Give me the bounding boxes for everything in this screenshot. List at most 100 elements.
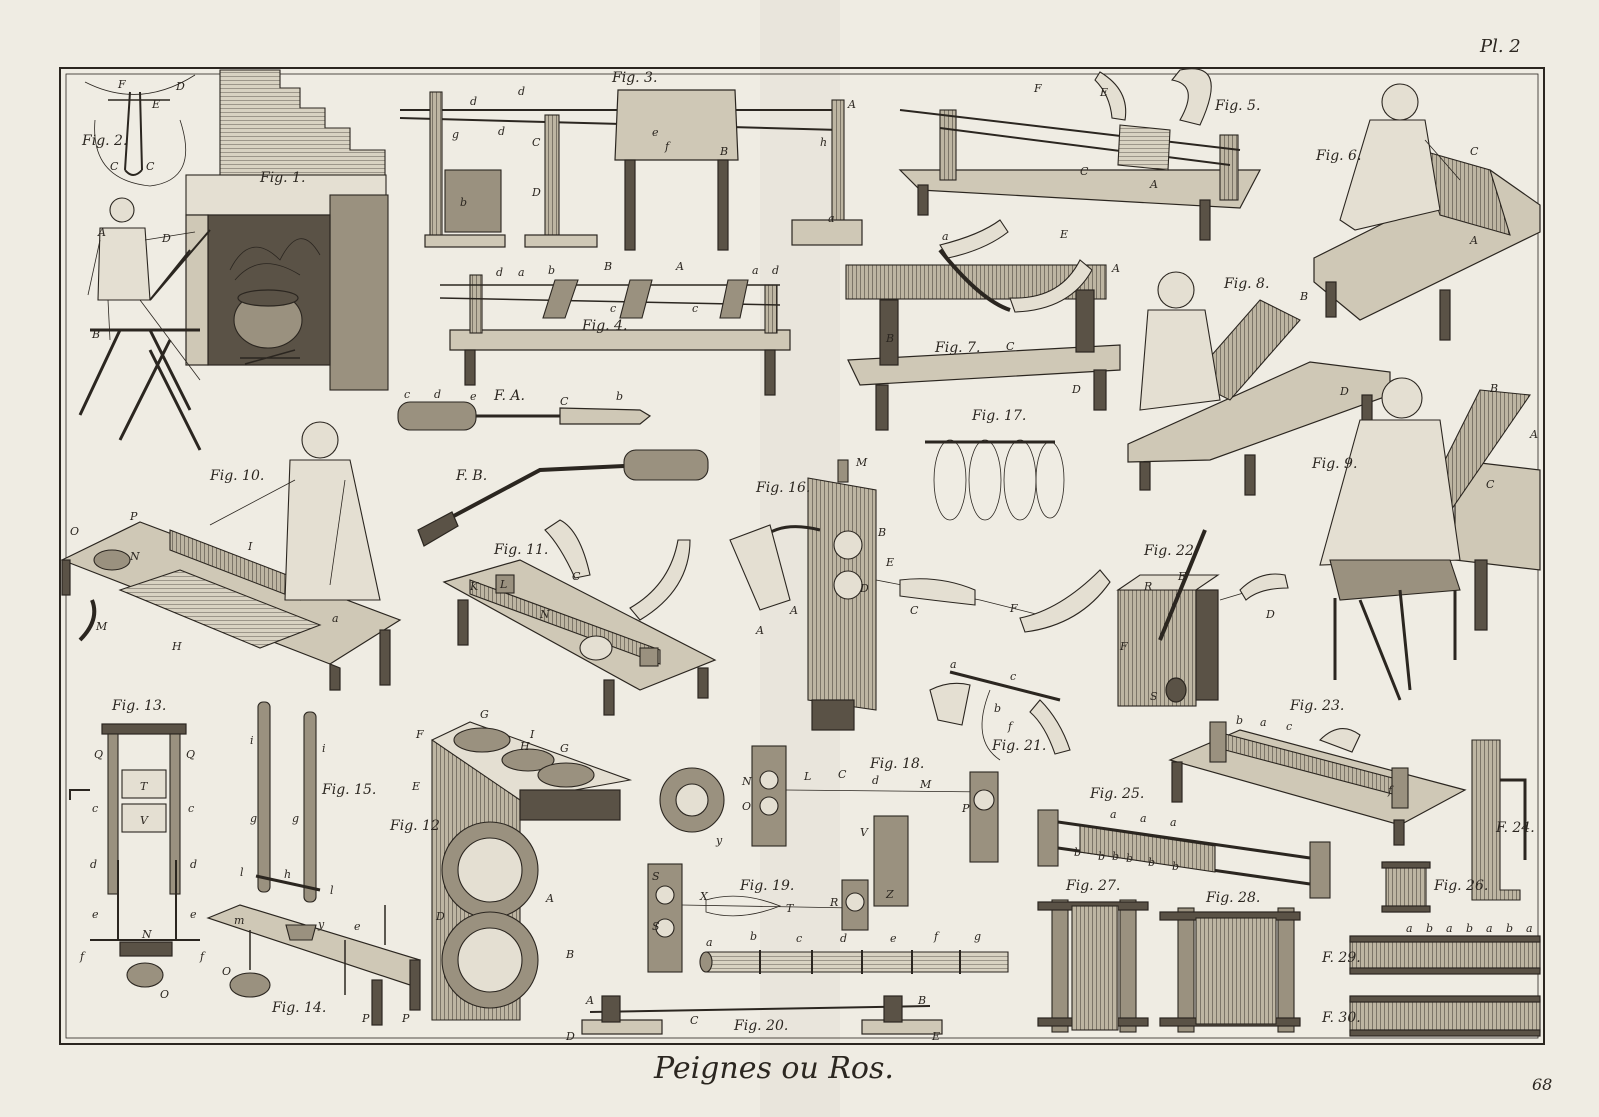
fig-29-letter: b — [1506, 922, 1513, 935]
fig-7: Fig. 7. a E A B C D — [845, 219, 1121, 431]
fig-9-letter: B — [1489, 382, 1498, 395]
fig-6-label: Fig. 6. — [1315, 148, 1361, 164]
fig-4-label: Fig. 4. — [581, 318, 627, 334]
fig-3-letter: f — [664, 140, 671, 153]
fig-1-letter: D — [161, 232, 171, 245]
fig-24-label: F. 24. — [1495, 820, 1535, 836]
fig-14-letter: m — [234, 914, 244, 927]
fig-7-letter: C — [1006, 340, 1015, 353]
fig-11-letter: N — [539, 608, 550, 621]
fig-18-letter: O — [742, 800, 751, 813]
fig-3-letter: d — [470, 95, 477, 108]
fig-4-letter: B — [603, 260, 612, 273]
fig-30: F. 30. — [1321, 995, 1541, 1037]
fig-9-letter: C — [1486, 478, 1495, 491]
fig-7-letter: E — [1059, 228, 1068, 241]
fig-3-letter: d — [518, 85, 525, 98]
tool-fa-letter: b — [616, 390, 623, 403]
fig-10-label: Fig. 10. — [209, 468, 264, 484]
fig-1: Fig. 1. A B D — [78, 69, 389, 451]
fig-27: Fig. 27. — [1037, 878, 1149, 1033]
fig-5-letter: C — [1080, 165, 1089, 178]
fig-25-label: Fig. 25. — [1089, 786, 1144, 802]
fig-18-letter: L — [803, 770, 811, 783]
plate-title: Peignes ou Ros. — [653, 1051, 894, 1086]
fig-14-letter: P — [401, 1012, 410, 1025]
fig-10-letter: H — [171, 640, 182, 653]
tool-fa-letter: c — [404, 388, 410, 401]
fig-15-letter: g — [250, 812, 257, 825]
fig-19-letter: X — [699, 890, 709, 903]
fig-13-letter: Q — [186, 748, 195, 761]
fig-13-label: Fig. 13. — [111, 698, 166, 714]
fig-8: Fig. 8. B D — [1127, 271, 1391, 496]
fig-7-label: Fig. 7. — [934, 340, 980, 356]
fig-18-letter: d — [872, 774, 879, 787]
reed-letter: e — [890, 932, 897, 945]
fig-21-letter: c — [1010, 670, 1016, 683]
fig-5-label: Fig. 5. — [1214, 98, 1260, 114]
fig-7-letter: a — [942, 230, 949, 243]
fig-22-letter: D — [1265, 608, 1275, 621]
fig-18: Fig. 18. N O L C d M P V y — [659, 745, 999, 907]
fig-2-letter: C — [146, 160, 155, 173]
fig-16-letter-f: F — [1009, 602, 1018, 615]
fig-13-letter: O — [160, 988, 169, 1001]
tool-fa-letter: e — [470, 390, 477, 403]
fig-1-letter: A — [97, 226, 106, 239]
fig-14-letter: e — [354, 920, 361, 933]
fig-2-letter: F — [117, 78, 126, 91]
fig-16-letter: B — [877, 526, 886, 539]
fig-10-letter: O — [70, 525, 79, 538]
fig-4-letter: c — [692, 302, 698, 315]
fig-14-letter: O — [222, 965, 231, 978]
reed-letter: b — [750, 930, 757, 943]
fig-14-label: Fig. 14. — [271, 1000, 326, 1016]
fig-15: Fig. 15. i i g g l h l — [240, 701, 376, 903]
tool-fb-label: F. B. — [455, 468, 487, 484]
fig-15-letter: l — [240, 866, 244, 879]
fig-16-letter-c: C — [910, 604, 919, 617]
fig-29-letter: a — [1406, 922, 1413, 935]
fig-12-letter: E — [411, 780, 420, 793]
fig-16-label: Fig. 16. — [755, 480, 810, 496]
fig-23-right-letter: c — [1286, 720, 1292, 733]
fig-6: Fig. 6. C A — [1313, 83, 1541, 341]
fig-13-letter: N — [141, 928, 152, 941]
fig-13-letter: c — [188, 802, 194, 815]
fig-9-label: Fig. 9. — [1311, 456, 1357, 472]
fig-15-letter: i — [322, 742, 326, 755]
fig-11: Fig. 11. K L N C — [442, 519, 717, 716]
tool-fb: F. B. — [417, 449, 709, 547]
fig-21-letter: a — [950, 658, 957, 671]
fig-4-letter: A — [675, 260, 684, 273]
fig-22: Fig. 22. R E F S D — [1116, 529, 1289, 707]
fig-10: Fig. 10. O P N I H M a — [60, 421, 402, 691]
fig-20-letter: D — [565, 1030, 575, 1043]
fig-18-letter: y — [715, 834, 723, 847]
fig-22-letter: S — [1150, 690, 1158, 703]
fig-12-letter: A — [545, 892, 554, 905]
fig-3-letter: A — [847, 98, 856, 111]
fig-16-letter: D — [859, 582, 869, 595]
fig-2-letter: D — [175, 80, 185, 93]
fig-14-letter: P — [361, 1012, 370, 1025]
fig-12-letter: I — [529, 728, 535, 741]
fig-3: Fig. 3. d d g d h A C D b e f B a — [399, 70, 863, 251]
fig-4-letter: b — [548, 264, 555, 277]
fig-10-letter: P — [129, 510, 138, 523]
fig-18-letter: C — [838, 768, 847, 781]
fig-2-letter: E — [151, 98, 160, 111]
fig-23-right-letter: f — [1387, 784, 1394, 797]
fig-28-label: Fig. 28. — [1205, 890, 1260, 906]
fig-7-letter: B — [885, 332, 894, 345]
fig-25-letter: b — [1126, 852, 1133, 865]
fig-20-letter: E — [931, 1030, 940, 1043]
fig-12-letter: H — [519, 740, 530, 753]
fig-26-label: Fig. 26. — [1433, 878, 1488, 894]
fig-4-letter: a — [518, 266, 525, 279]
fig-29-letter: a — [1446, 922, 1453, 935]
fig-11-letter: L — [499, 578, 507, 591]
fig-10-letter: I — [247, 540, 253, 553]
